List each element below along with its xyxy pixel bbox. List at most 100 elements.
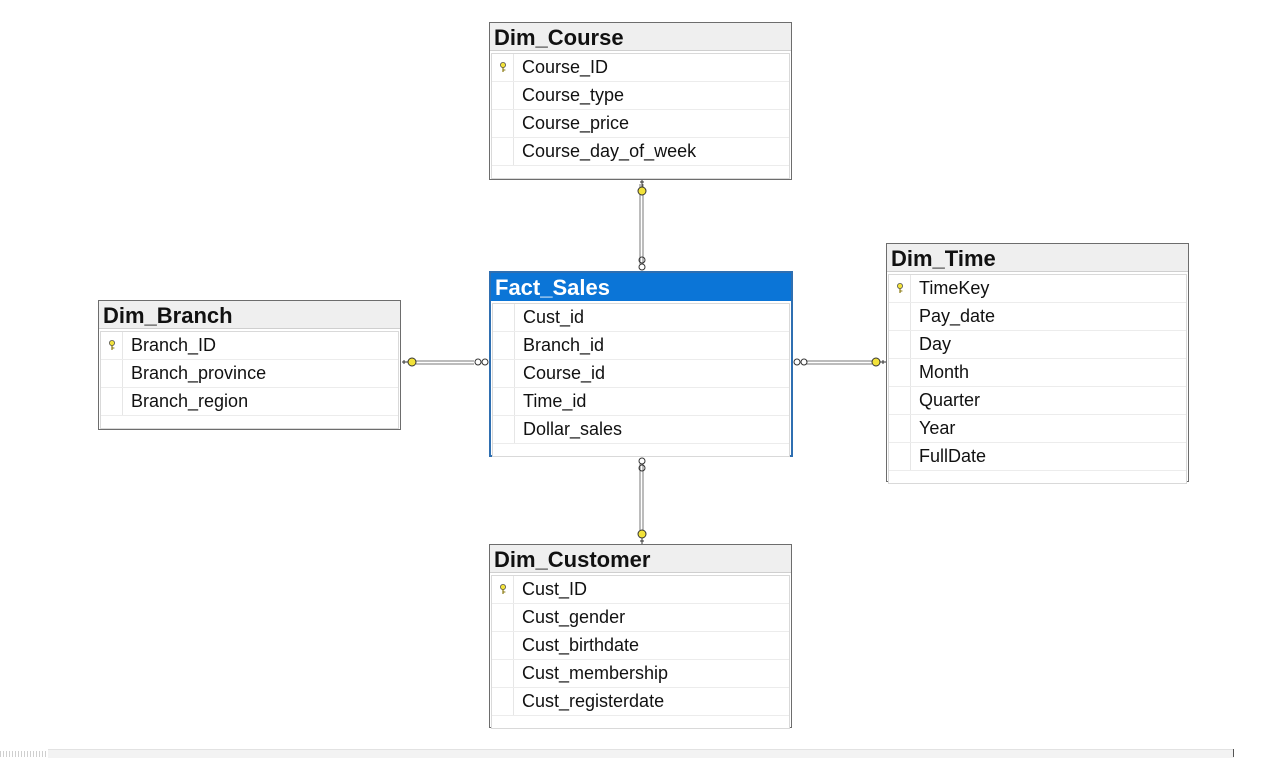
table-dim-time[interactable]: Dim_Time TimeKey Pay_date Day Month <box>886 243 1189 484</box>
column-row[interactable]: Course_id <box>493 360 789 388</box>
key-icon <box>402 357 417 367</box>
column-name: Quarter <box>919 390 981 410</box>
key-icon <box>637 180 647 196</box>
table-title[interactable]: Dim_Time <box>887 244 1188 272</box>
table-title[interactable]: Fact_Sales <box>491 273 791 301</box>
relationship-fact-customer[interactable] <box>637 457 647 544</box>
table-fact-sales[interactable]: Fact_Sales Cust_id Branch_id Course_id T… <box>489 271 793 457</box>
column-name: Course_ID <box>522 57 609 77</box>
column-name: Branch_region <box>131 391 249 411</box>
primary-key-icon <box>109 340 115 350</box>
row-selector <box>492 110 514 137</box>
empty-row <box>101 416 398 429</box>
row-selector <box>889 387 911 414</box>
column-name: Pay_date <box>919 306 996 326</box>
column-name: Cust_id <box>523 307 585 327</box>
column-row[interactable]: Time_id <box>493 388 789 416</box>
column-row[interactable]: Dollar_sales <box>493 416 789 444</box>
column-row[interactable]: Cust_birthdate <box>492 632 789 660</box>
row-selector <box>889 275 911 302</box>
column-name: Dollar_sales <box>523 419 623 439</box>
column-name: Cust_gender <box>522 607 626 627</box>
table-dim-course[interactable]: Dim_Course Course_ID Course_type Course_… <box>489 22 792 180</box>
column-list: Cust_ID Cust_gender Cust_birthdate Cust_… <box>491 575 790 729</box>
row-selector <box>889 359 911 386</box>
column-name: Course_type <box>522 85 625 105</box>
horizontal-scrollbar[interactable] <box>48 749 1234 758</box>
column-row[interactable]: Branch_province <box>101 360 398 388</box>
column-row[interactable]: Branch_region <box>101 388 398 416</box>
row-selector <box>492 604 514 631</box>
column-name: Branch_province <box>131 363 267 383</box>
row-selector <box>101 332 123 359</box>
infinity-icon <box>638 256 646 271</box>
row-selector <box>493 332 515 359</box>
column-row[interactable]: Cust_registerdate <box>492 688 789 716</box>
column-row[interactable]: Year <box>889 415 1186 443</box>
column-row[interactable]: Course_day_of_week <box>492 138 789 166</box>
empty-row <box>493 444 789 457</box>
row-selector <box>889 303 911 330</box>
infinity-icon <box>474 358 489 366</box>
row-selector <box>493 304 515 331</box>
column-name: Cust_ID <box>522 579 588 599</box>
column-name: Cust_birthdate <box>522 635 640 655</box>
column-list: Course_ID Course_type Course_price Cours… <box>491 53 790 179</box>
row-selector <box>492 576 514 603</box>
table-title[interactable]: Dim_Branch <box>99 301 400 329</box>
empty-row <box>492 166 789 179</box>
empty-row <box>492 716 789 729</box>
table-title[interactable]: Dim_Course <box>490 23 791 51</box>
column-name: Branch_ID <box>131 335 217 355</box>
column-row[interactable]: Course_type <box>492 82 789 110</box>
column-row[interactable]: Cust_ID <box>492 576 789 604</box>
column-row[interactable]: Branch_id <box>493 332 789 360</box>
primary-key-icon <box>500 62 506 72</box>
primary-key-icon <box>897 283 903 293</box>
row-selector <box>101 388 123 415</box>
column-row[interactable]: Cust_gender <box>492 604 789 632</box>
row-selector <box>492 82 514 109</box>
column-row[interactable]: TimeKey <box>889 275 1186 303</box>
column-row[interactable]: Quarter <box>889 387 1186 415</box>
column-name: FullDate <box>919 446 987 466</box>
row-selector <box>492 138 514 165</box>
column-row[interactable]: Cust_id <box>493 304 789 332</box>
table-dim-branch[interactable]: Dim_Branch Branch_ID Branch_province Bra… <box>98 300 401 430</box>
empty-row <box>889 471 1186 484</box>
column-name: TimeKey <box>919 278 990 298</box>
column-name: Time_id <box>523 391 587 411</box>
column-row[interactable]: Month <box>889 359 1186 387</box>
relationship-fact-branch[interactable] <box>402 357 489 367</box>
key-icon <box>871 357 886 367</box>
table-title[interactable]: Dim_Customer <box>490 545 791 573</box>
canvas-edge <box>0 751 48 757</box>
column-list: TimeKey Pay_date Day Month Quarter Year <box>888 274 1187 484</box>
column-row[interactable]: Day <box>889 331 1186 359</box>
row-selector <box>889 443 911 470</box>
infinity-icon <box>638 457 646 472</box>
column-row[interactable]: Branch_ID <box>101 332 398 360</box>
row-selector <box>889 415 911 442</box>
column-list: Branch_ID Branch_province Branch_region <box>100 331 399 429</box>
row-selector <box>492 660 514 687</box>
relationship-fact-course[interactable] <box>637 180 647 271</box>
row-selector <box>101 360 123 387</box>
column-row[interactable]: Course_ID <box>492 54 789 82</box>
column-name: Course_id <box>523 363 606 383</box>
row-selector <box>492 54 514 81</box>
column-row[interactable]: Course_price <box>492 110 789 138</box>
column-row[interactable]: Cust_membership <box>492 660 789 688</box>
row-selector <box>493 360 515 387</box>
scrollbar-divider <box>1233 749 1234 757</box>
relationship-fact-time[interactable] <box>793 357 886 367</box>
column-name: Year <box>919 418 956 438</box>
column-row[interactable]: Pay_date <box>889 303 1186 331</box>
column-name: Day <box>919 334 952 354</box>
column-name: Course_day_of_week <box>522 141 697 161</box>
column-name: Cust_registerdate <box>522 691 665 711</box>
column-name: Branch_id <box>523 335 605 355</box>
table-dim-customer[interactable]: Dim_Customer Cust_ID Cust_gender Cust_bi… <box>489 544 792 729</box>
column-row[interactable]: FullDate <box>889 443 1186 471</box>
